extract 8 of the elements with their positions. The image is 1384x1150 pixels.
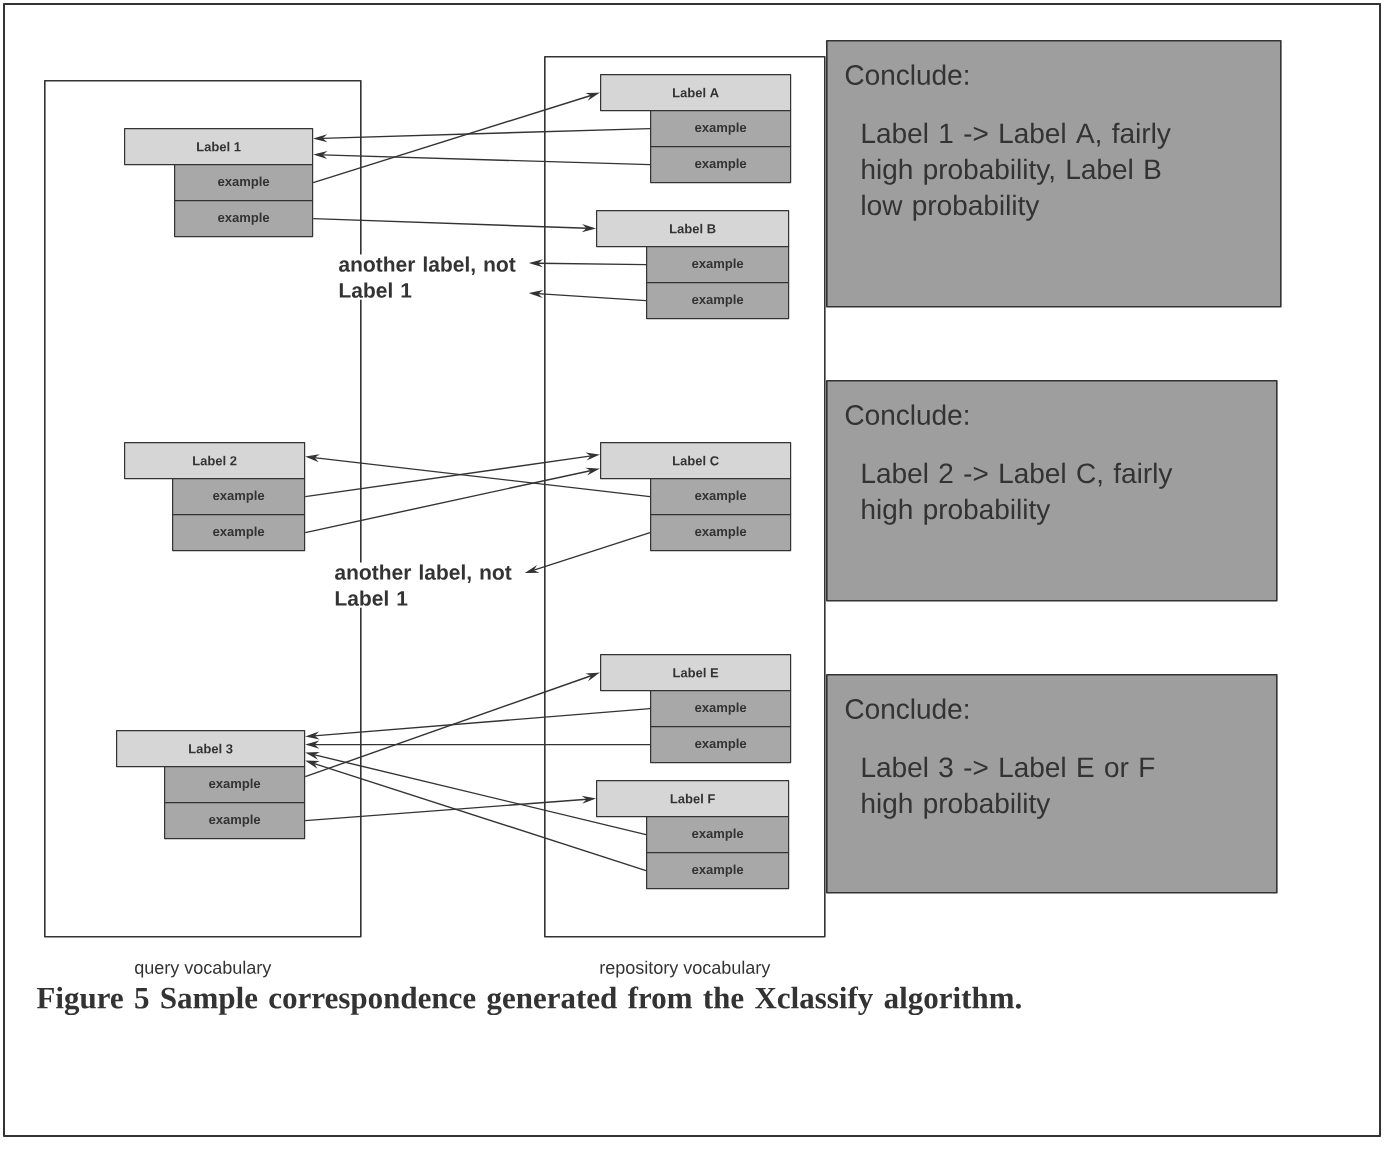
note-text: another label, not Label 1	[332, 562, 525, 608]
note-text: another label, not Label 1	[336, 254, 529, 300]
node-label: query vocabulary	[135, 960, 272, 978]
node-label: repository vocabulary	[600, 960, 771, 978]
caption: Figure 5 Sample correspondence generated from the Xclassify algorithm.	[36, 986, 1021, 1016]
conclusion-box: Conclude: Label 1 -> Label A, fairly high probability, Label B low probability	[826, 40, 1282, 308]
conclusion-box: Conclude: Label 3 -> Label E or F high probability	[826, 674, 1278, 894]
conclusion-box: Conclude: Label 2 -> Label C, fairly high probability	[826, 380, 1278, 602]
